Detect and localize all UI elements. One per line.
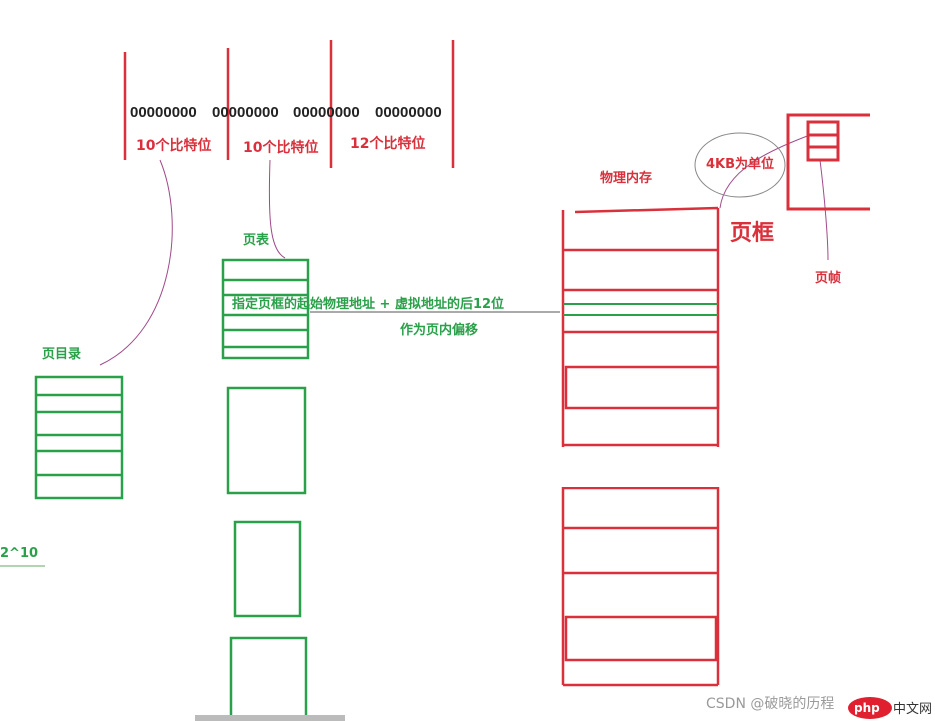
physical-memory-block <box>561 206 720 687</box>
target-frame <box>563 303 718 316</box>
unit-circle <box>694 132 786 198</box>
page-table-3 <box>233 520 302 618</box>
physical-memory-label: 物理内存 <box>600 170 652 186</box>
bits-byte-3: 00000000 <box>293 104 360 121</box>
directory-bits-label: 10个比特位 <box>136 137 211 154</box>
unit-label: 4KB为单位 <box>706 156 774 172</box>
bits-byte-2: 00000000 <box>212 104 279 121</box>
pointer-curves <box>99 134 829 366</box>
bits-byte-1: 00000000 <box>130 104 197 121</box>
page-table-2 <box>226 386 307 495</box>
bits-byte-4: 00000000 <box>375 104 442 121</box>
svg-text:中文网: 中文网 <box>893 702 932 717</box>
frame-detail <box>786 113 870 211</box>
page-directory-table <box>34 375 124 500</box>
page-table <box>221 258 310 720</box>
directory-size-label: 2^10 <box>0 546 38 561</box>
offset-bits-label: 12个比特位 <box>350 135 425 152</box>
svg-text:php: php <box>854 701 880 715</box>
php-logo: php 中文网 <box>848 697 932 719</box>
page-directory-label: 页目录 <box>42 347 81 362</box>
page-frame-label: 页框 <box>730 221 774 246</box>
scrollbar[interactable] <box>195 715 345 721</box>
frame-address-annotation: 指定页框的起始物理地址 + 虚拟地址的后12位 <box>232 296 504 312</box>
address-separators <box>123 40 455 168</box>
offset-annotation: 作为页内偏移 <box>400 322 478 338</box>
table-bits-label: 10个比特位 <box>243 139 318 156</box>
page-table-label: 页表 <box>243 232 270 248</box>
csdn-watermark: CSDN @破晓的历程 <box>706 696 834 712</box>
frame-label: 页帧 <box>815 270 841 286</box>
page-table-4 <box>229 636 308 720</box>
